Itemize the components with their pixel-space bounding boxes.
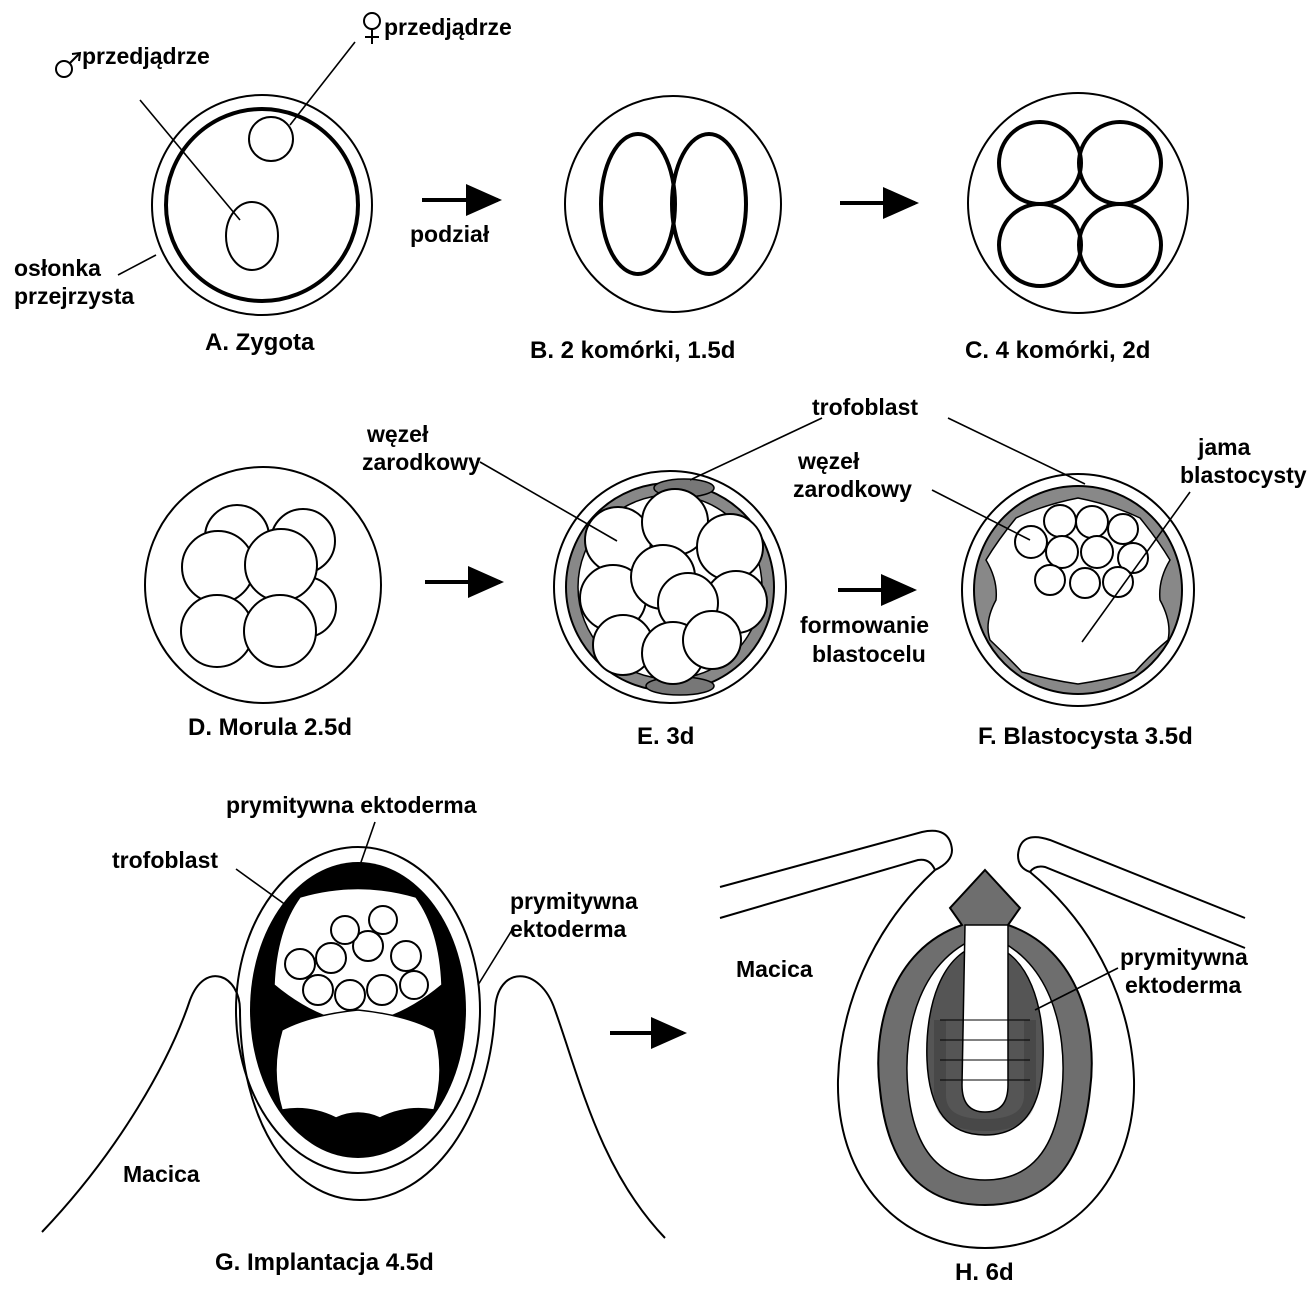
- leader-icm-e: [480, 462, 617, 541]
- female-symbol-icon: [364, 13, 380, 44]
- panel-d-morula: D. Morula 2.5d: [145, 467, 381, 741]
- caption-e: E. 3d: [637, 723, 694, 750]
- blastomere-c3: [999, 204, 1081, 286]
- f-cell-2: [1076, 506, 1108, 538]
- icm-f-line1: węzeł: [797, 448, 860, 474]
- blastomere-right: [672, 134, 746, 274]
- icm-f-line2: zarodkowy: [793, 476, 912, 502]
- male-pronucleus-label: przedjądrze: [82, 43, 210, 69]
- blastomere-left: [601, 134, 675, 274]
- uterus-wall-h-right-top: [1018, 837, 1245, 918]
- g-cell-8: [335, 980, 365, 1010]
- cavity-f-line1: jama: [1197, 434, 1251, 460]
- g-cell-4: [391, 941, 421, 971]
- uterus-wall-h-left-bottom: [720, 860, 935, 918]
- e-cell-3: [697, 514, 763, 580]
- panel-b-two-cells: B. 2 komórki, 1.5d: [530, 96, 781, 364]
- panel-f-blastocyst: węzeł zarodkowy jama blastocysty F. Blas…: [793, 418, 1307, 750]
- ectoderm-top-label-g: prymitywna ektoderma: [226, 792, 477, 818]
- caption-h: H. 6d: [955, 1259, 1014, 1286]
- ectoderm-g-line1: prymitywna: [510, 888, 638, 914]
- caption-c: C. 4 komórki, 2d: [965, 337, 1150, 364]
- ectoderm-h-line1: prymitywna: [1120, 944, 1248, 970]
- arrow-label-podzial: podział: [410, 221, 490, 247]
- leader-trophoblast-f: [948, 418, 1085, 484]
- f-cell-5: [1046, 536, 1078, 568]
- female-pronucleus: [249, 117, 293, 161]
- leader-ectoderm-side-g: [478, 930, 512, 985]
- uterus-label-g: Macica: [123, 1161, 200, 1187]
- icm-e-line2: zarodkowy: [362, 449, 481, 475]
- male-symbol-icon: [56, 53, 80, 77]
- caption-b: B. 2 komórki, 1.5d: [530, 337, 735, 364]
- panel-c-four-cells: C. 4 komórki, 2d: [965, 93, 1188, 364]
- g-cell-10: [400, 971, 428, 999]
- morula-cell-4: [244, 595, 316, 667]
- g-cell-5: [369, 906, 397, 934]
- uterus-wall-h-right-bottom: [1030, 867, 1245, 948]
- icm-e-line1: węzeł: [366, 421, 429, 447]
- leader-zona: [118, 255, 156, 275]
- caption-a: A. Zygota: [205, 329, 315, 356]
- f-cell-8: [1035, 565, 1065, 595]
- f-cell-9: [1070, 568, 1100, 598]
- cavity-g: [276, 1010, 440, 1118]
- panel-g-implantation: prymitywna ektoderma trofoblast prymityw…: [42, 792, 665, 1276]
- caption-d: D. Morula 2.5d: [188, 714, 352, 741]
- panel-h-6d: Macica prymitywna ektoderma H. 6d: [720, 831, 1248, 1286]
- morula-cell-3: [181, 595, 253, 667]
- leader-trophoblast-g: [236, 869, 290, 908]
- female-pronucleus-label: przedjądrze: [384, 14, 512, 40]
- f-cell-3: [1108, 514, 1138, 544]
- ectoderm-g-line2: ektoderma: [510, 916, 627, 942]
- f-cell-1: [1044, 505, 1076, 537]
- uterus-label-h: Macica: [736, 956, 813, 982]
- trophoblast-label-e: trofoblast: [812, 394, 918, 420]
- caption-g: G. Implantacja 4.5d: [215, 1249, 434, 1276]
- g-cell-1: [285, 949, 315, 979]
- panel-a-zygote: przedjądrze przedjądrze osłonka przejrzy…: [14, 13, 512, 356]
- g-cell-2: [316, 943, 346, 973]
- arrow-label-f2: blastocelu: [812, 641, 926, 667]
- blastomere-c1: [999, 122, 1081, 204]
- blastomere-c2: [1079, 122, 1161, 204]
- g-cell-7: [303, 975, 333, 1005]
- arrow-label-f1: formowanie: [800, 612, 929, 638]
- uterus-wall-h-left-top: [720, 831, 952, 887]
- cavity-f-line2: blastocysty: [1180, 462, 1307, 488]
- zona-pellucida-c: [968, 93, 1188, 313]
- egg-cylinder-h: [962, 925, 1008, 1112]
- caption-f: F. Blastocysta 3.5d: [978, 723, 1193, 750]
- zona-label-line1: osłonka: [14, 255, 101, 281]
- f-cell-6: [1081, 536, 1113, 568]
- f-cell-4: [1015, 526, 1047, 558]
- morula-cell-2: [245, 529, 317, 601]
- morula-cell-1: [182, 531, 254, 603]
- g-cell-6: [331, 916, 359, 944]
- g-cell-9: [367, 975, 397, 1005]
- ectoderm-h-line2: ektoderma: [1125, 972, 1242, 998]
- blastomere-c4: [1079, 204, 1161, 286]
- e-cell-10: [683, 611, 741, 669]
- trophoblast-label-g: trofoblast: [112, 847, 218, 873]
- zona-label-line2: przejrzysta: [14, 283, 134, 309]
